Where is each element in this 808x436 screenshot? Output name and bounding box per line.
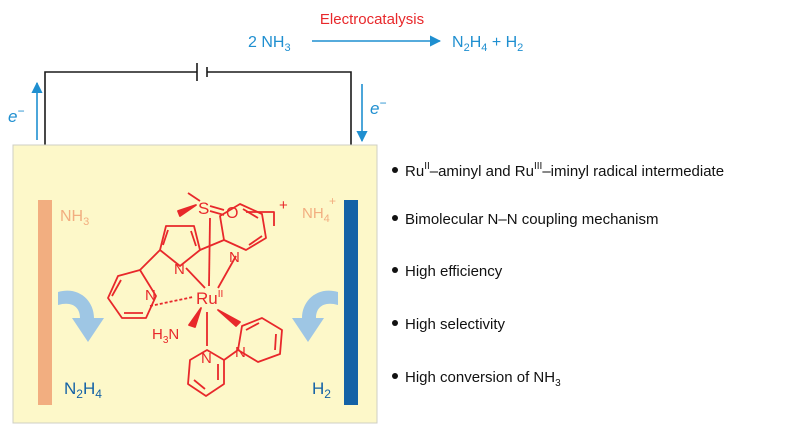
anode-electrode xyxy=(38,200,52,405)
pyrrole-n-label: N xyxy=(174,261,185,278)
bullet-icon xyxy=(392,215,398,221)
complex-charge-label: + xyxy=(279,197,288,214)
cathode-product-label: H2 xyxy=(312,379,331,401)
left-conversion-curl-icon xyxy=(58,290,104,342)
ammine-ligand-label: H3N xyxy=(152,326,179,346)
reaction-condition-label: Electrocatalysis xyxy=(320,11,424,28)
ruthenium-center-label: RuII xyxy=(196,289,223,308)
right-electron-label: e− xyxy=(370,96,386,118)
bullet-icon xyxy=(392,373,398,379)
sulfur-atom-label: S xyxy=(198,199,209,218)
pyrrole-ring xyxy=(159,225,201,267)
ru-complex-structure xyxy=(107,192,283,397)
anode-reactant-label: NH3 xyxy=(60,208,89,228)
cathode-reactant-charge: + xyxy=(329,194,336,208)
ru-complex-atom-labels: S O + N N N RuII H3N N N xyxy=(145,197,288,367)
feature-item-intermediate: RuII–aminyl and RuIII–iminyl radical int… xyxy=(405,161,724,180)
right-pyridine-ring xyxy=(219,203,267,251)
bullet-icon xyxy=(392,267,398,273)
product-label: N2H4 + H2 xyxy=(452,34,523,54)
left-pyridine-ring xyxy=(107,269,157,319)
wedge-bond xyxy=(177,204,197,217)
feature-item-mechanism: Bimolecular N–N coupling mechanism xyxy=(405,211,658,228)
bipyridine-n1-label: N xyxy=(201,350,212,367)
bipyridine-n2-label: N xyxy=(235,344,246,361)
feature-item-conversion: High conversion of NH3 xyxy=(405,369,561,389)
reaction-equation: Electrocatalysis 2 NH3 N2H4 + H2 xyxy=(248,11,523,54)
cathode-reactant-label: NH4 xyxy=(302,205,330,225)
pyridine-left-n-label: N xyxy=(145,287,156,304)
pyridine-right-n-label: N xyxy=(229,249,240,266)
right-conversion-curl-icon xyxy=(292,290,338,342)
left-electron-label: e− xyxy=(8,104,24,126)
complex-bracket xyxy=(246,211,275,226)
electron-flow: e− e− xyxy=(8,81,386,143)
cathode-electrode xyxy=(344,200,358,405)
electrolyte-cell xyxy=(12,144,378,424)
feature-item-efficiency: High efficiency xyxy=(405,263,503,280)
feature-item-selectivity: High selectivity xyxy=(405,316,506,333)
anode-product-label: N2H4 xyxy=(64,379,102,401)
oxygen-atom-label: O xyxy=(226,205,238,222)
bullet-icon xyxy=(392,167,398,173)
bullet-icon xyxy=(392,320,398,326)
feature-list: RuII–aminyl and RuIII–iminyl radical int… xyxy=(392,161,724,389)
nh3-wedge-bond xyxy=(188,307,202,328)
reactant-label: 2 NH3 xyxy=(248,34,291,54)
lower-right-pyridine-ring xyxy=(237,317,283,363)
